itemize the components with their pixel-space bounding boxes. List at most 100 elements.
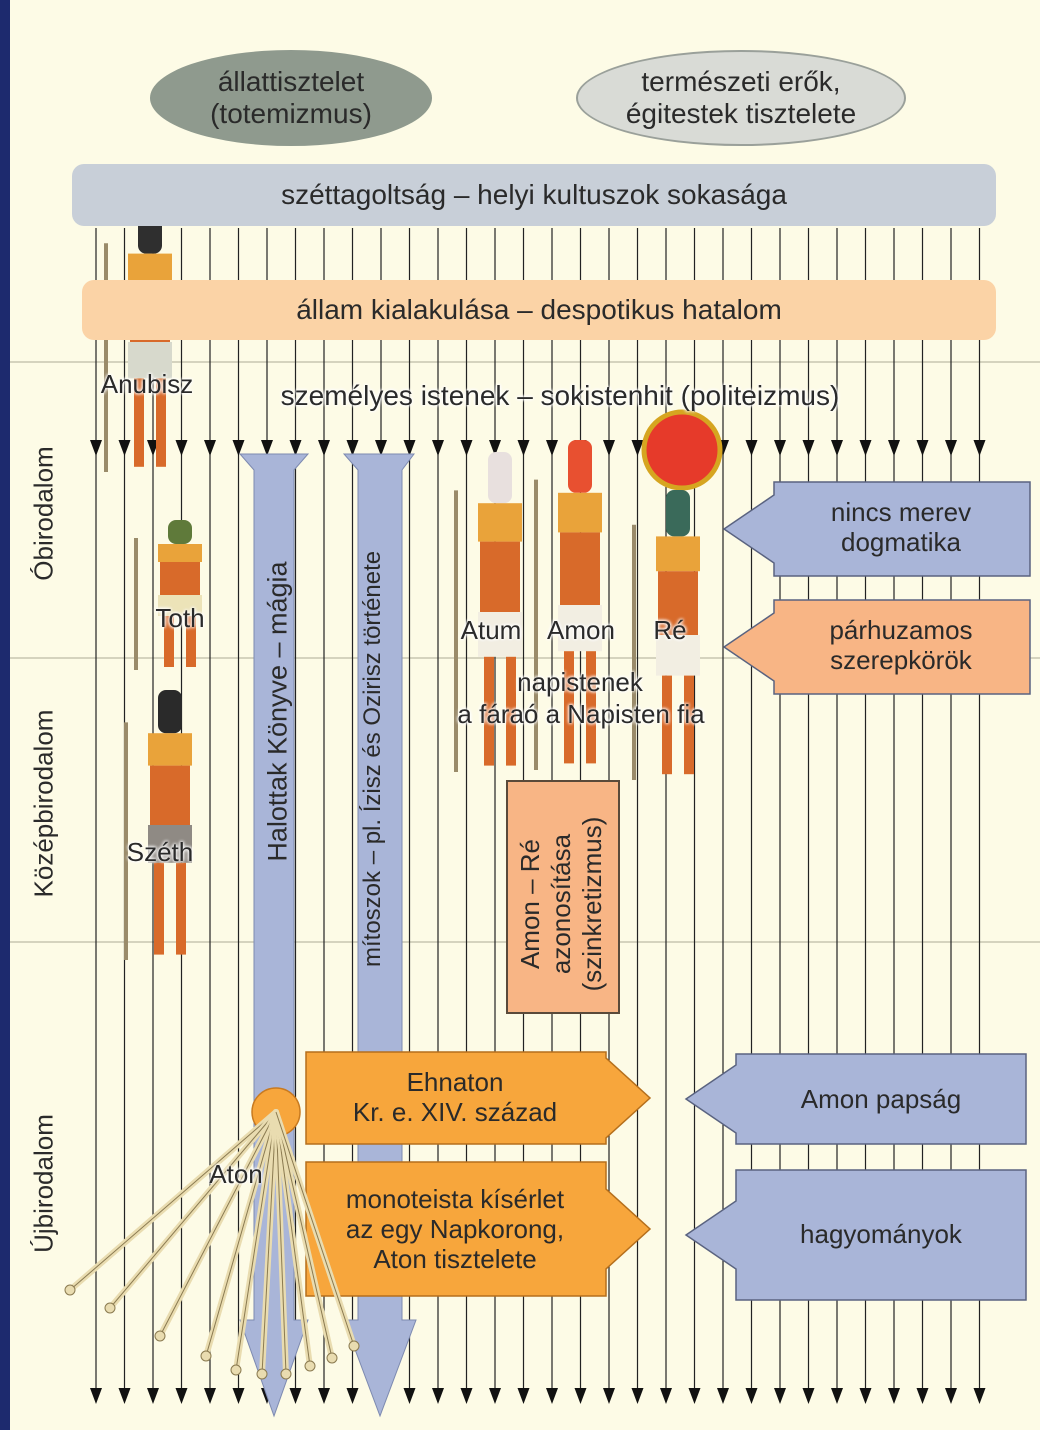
arrowhead (403, 440, 416, 456)
no-dogma-label: nincs merev dogmatika (830, 497, 972, 557)
arrowhead (888, 1388, 900, 1404)
myths-label: mítoszok – pl. Ízisz és Ozirisz történet… (359, 550, 386, 967)
fragmentation-label: széttagoltság – helyi kultuszok sokasága (281, 178, 787, 210)
monotheism-arrow (305, 1161, 652, 1297)
arrowhead (546, 440, 558, 456)
era-old-kingdom: Óbirodalom (28, 446, 59, 581)
book-of-dead-label: Halottak Könyve – mágia (262, 561, 293, 862)
arrowhead (489, 440, 501, 456)
parallel-roles-callout (722, 599, 1031, 695)
arrowhead (774, 440, 786, 456)
arrowhead (118, 1388, 131, 1404)
parallel-roles-label: párhuzamos szerepkörök (829, 615, 973, 675)
arrowhead (432, 1388, 444, 1404)
amon-priesthood-callout (684, 1053, 1027, 1145)
arrowhead (802, 1388, 815, 1404)
aton-ray-outline (261, 1111, 277, 1375)
arrowhead (859, 1388, 872, 1404)
aton-hand (154, 1330, 166, 1342)
arrowhead (603, 440, 615, 456)
thoth-figure (134, 520, 202, 670)
atum-figure (454, 452, 522, 772)
aton-ray-outline (275, 1111, 287, 1375)
arrowhead (688, 1388, 701, 1404)
era-middle-kingdom: Középbirodalom (28, 709, 59, 898)
arrowhead (289, 440, 302, 456)
aton-hand (256, 1368, 268, 1380)
arrowhead (204, 1388, 216, 1404)
arrowhead (916, 440, 929, 456)
arrowhead (318, 440, 330, 456)
aton-ray-outline (159, 1111, 277, 1337)
aton-ray-outline (69, 1111, 277, 1291)
state-formation-label: állam kialakulása – despotikus hatalom (296, 293, 782, 325)
arrowhead (973, 440, 986, 456)
amon-re-label: Amon – Ré azonosítása (szinkretizmus) (515, 816, 607, 992)
re-sun-disk (641, 409, 723, 491)
arrowhead (232, 440, 245, 456)
arrowhead (432, 440, 444, 456)
aton-hand (304, 1360, 316, 1372)
aton-ray-outline (275, 1111, 355, 1347)
nature-worship-label: természeti erők, égitestek tisztelete (625, 65, 857, 129)
arrowhead (318, 1388, 330, 1404)
arrowhead (774, 1388, 786, 1404)
aton-label: Aton (209, 1159, 263, 1189)
monotheism-label: monoteista kísérlet az egy Napkorong, At… (345, 1184, 565, 1274)
arrowhead (375, 440, 387, 456)
era-new-kingdom: Újbirodalom (28, 1114, 59, 1253)
aton-ray-outline (275, 1111, 333, 1359)
aton-hand (348, 1340, 360, 1352)
arrowhead (90, 440, 102, 456)
aton-ray-outline (275, 1111, 311, 1367)
arrowhead (346, 440, 359, 456)
aton-hand (64, 1284, 76, 1296)
no-dogma-callout (722, 481, 1031, 577)
animal-worship-label: állattisztelet (totemizmus) (210, 65, 372, 129)
fragmentation-bar: széttagoltság – helyi kultuszok sokasága (72, 164, 996, 226)
arrowhead (802, 440, 815, 456)
arrowhead (118, 440, 131, 456)
amon-label: Amon (547, 615, 615, 645)
aton-hand (326, 1352, 338, 1364)
arrowhead (831, 440, 843, 456)
aton-hand (280, 1368, 292, 1380)
arrowhead (175, 440, 188, 456)
arrowhead (460, 1388, 473, 1404)
nature-worship-ellipse: természeti erők, égitestek tisztelete (576, 50, 906, 146)
thoth-label: Toth (155, 603, 205, 633)
arrowhead (973, 1388, 986, 1404)
amon-priesthood-label: Amon papság (800, 1084, 962, 1115)
arrowhead (831, 1388, 843, 1404)
arrowhead (660, 1388, 672, 1404)
aton-ray-outline (109, 1111, 277, 1309)
arrowhead (603, 1388, 615, 1404)
re-figure (632, 490, 700, 780)
aton-hand (230, 1364, 242, 1376)
amon-re-box (506, 780, 620, 1014)
pharaoh-son-label: a fáraó a Napisten fia (457, 699, 705, 729)
arrowhead (888, 440, 900, 456)
arrowhead (517, 1388, 530, 1404)
anubis-figure (104, 212, 172, 472)
arrowhead (460, 440, 473, 456)
akhenaten-label: Ehnaton Kr. e. XIV. század (352, 1067, 558, 1127)
arrowhead (261, 440, 273, 456)
arrowhead (175, 1388, 188, 1404)
arrowhead (489, 1388, 501, 1404)
arrowhead (631, 1388, 644, 1404)
timeline-grid (10, 212, 1040, 1418)
arrowhead (546, 1388, 558, 1404)
arrowhead (289, 1388, 302, 1404)
akhenaten-arrow (305, 1051, 652, 1145)
seth-figure (124, 690, 192, 960)
arrowhead (945, 1388, 957, 1404)
arrowhead (346, 1388, 359, 1404)
arrowhead (204, 440, 216, 456)
arrowhead (717, 1388, 729, 1404)
arrowhead (745, 440, 758, 456)
arrowhead (945, 440, 957, 456)
arrowhead (574, 1388, 587, 1404)
aton-ray-outline (205, 1111, 277, 1357)
arrowhead (859, 440, 872, 456)
